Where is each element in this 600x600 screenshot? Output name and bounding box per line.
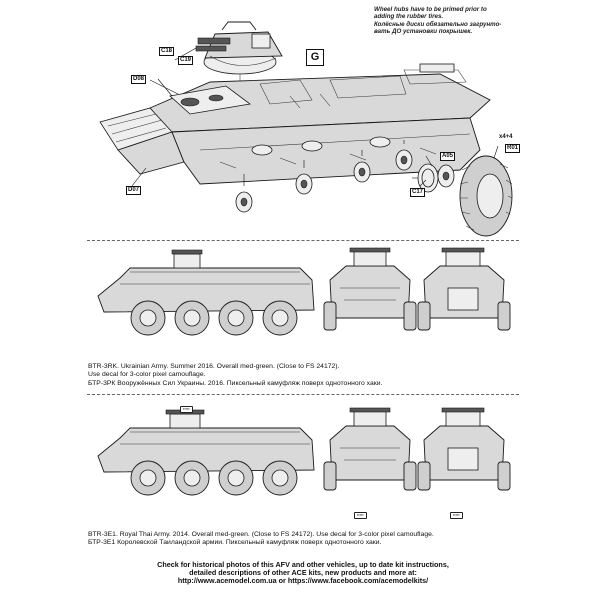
part-c19: C19	[178, 56, 194, 65]
variant2-caption: BTR-3E1. Royal Thai Army. 2014. Overall …	[88, 531, 434, 548]
section-divider-1	[87, 240, 519, 241]
quantity-label: x4+4	[499, 134, 513, 140]
hub-parts	[412, 163, 455, 193]
variant1-caption-en-1: BTR-3RK. Ukrainian Army. Summer 2016. Ov…	[88, 363, 340, 370]
footer-line-1: Check for historical photos of this AFV …	[157, 560, 449, 569]
variant1-rear-view	[417, 247, 511, 331]
note-en-line-1: Wheel hubs have to be primed prior to	[374, 6, 487, 13]
variant1-front-view	[323, 247, 417, 331]
part-c17: C17	[410, 188, 426, 197]
turret-assembly	[195, 21, 283, 92]
hull-upper	[149, 63, 491, 133]
part-c18: C18	[159, 47, 175, 56]
note-en-line-2: adding the rubber tires.	[374, 13, 444, 21]
assembly-drawing	[99, 21, 513, 237]
variant1-caption: BTR-3RK. Ukrainian Army. Summer 2016. Ov…	[88, 363, 382, 388]
part-a05: A05	[440, 152, 456, 161]
part-r01: R01	[505, 144, 521, 153]
wheel-hubs	[235, 140, 413, 213]
variant1-caption-ru: БТР-3РК Вооружённых Сил Украины. 2016. П…	[88, 379, 383, 387]
decal-stamp-side: ▪▪▪▪▪	[180, 406, 193, 413]
variant2-caption-ru: БТР-3Е1 Королевской Таиландской армии. П…	[88, 539, 382, 547]
footer-line-3[interactable]: http://www.acemodel.com.ua or https://ww…	[177, 576, 429, 586]
footer-info: Check for historical photos of this AFV …	[88, 560, 518, 586]
note-ru-line-2: вать ДО установки покрышек.	[374, 28, 473, 36]
variant2-front-view	[323, 407, 417, 491]
part-d07: D07	[126, 186, 142, 195]
note-ru-line-1: Колёсные диски обязательно загрунто-	[374, 20, 502, 28]
variant1-caption-en-2: Use decal for 3-color pixel camouflage.	[88, 371, 206, 379]
decal-stamp-rear: ▪▪▪▪▪	[450, 512, 463, 519]
step-label: G	[306, 49, 324, 66]
part-d08: D08	[131, 75, 147, 84]
tire	[459, 155, 513, 237]
variant2-rear-view	[417, 407, 511, 491]
footer-line-2: detailed descriptions of other ACE kits,…	[189, 568, 417, 578]
assembly-note: Wheel hubs have to be primed prior to ad…	[374, 6, 524, 36]
variant2-caption-en: BTR-3E1. Royal Thai Army. 2014. Overall …	[88, 531, 434, 538]
decal-stamp-front: ▪▪▪▪▪	[354, 512, 367, 519]
variant1-views	[97, 247, 511, 336]
variant2-views	[97, 407, 511, 496]
variant2-side-view	[97, 409, 315, 496]
section-divider-2	[87, 394, 519, 395]
variant1-side-view	[97, 249, 315, 336]
